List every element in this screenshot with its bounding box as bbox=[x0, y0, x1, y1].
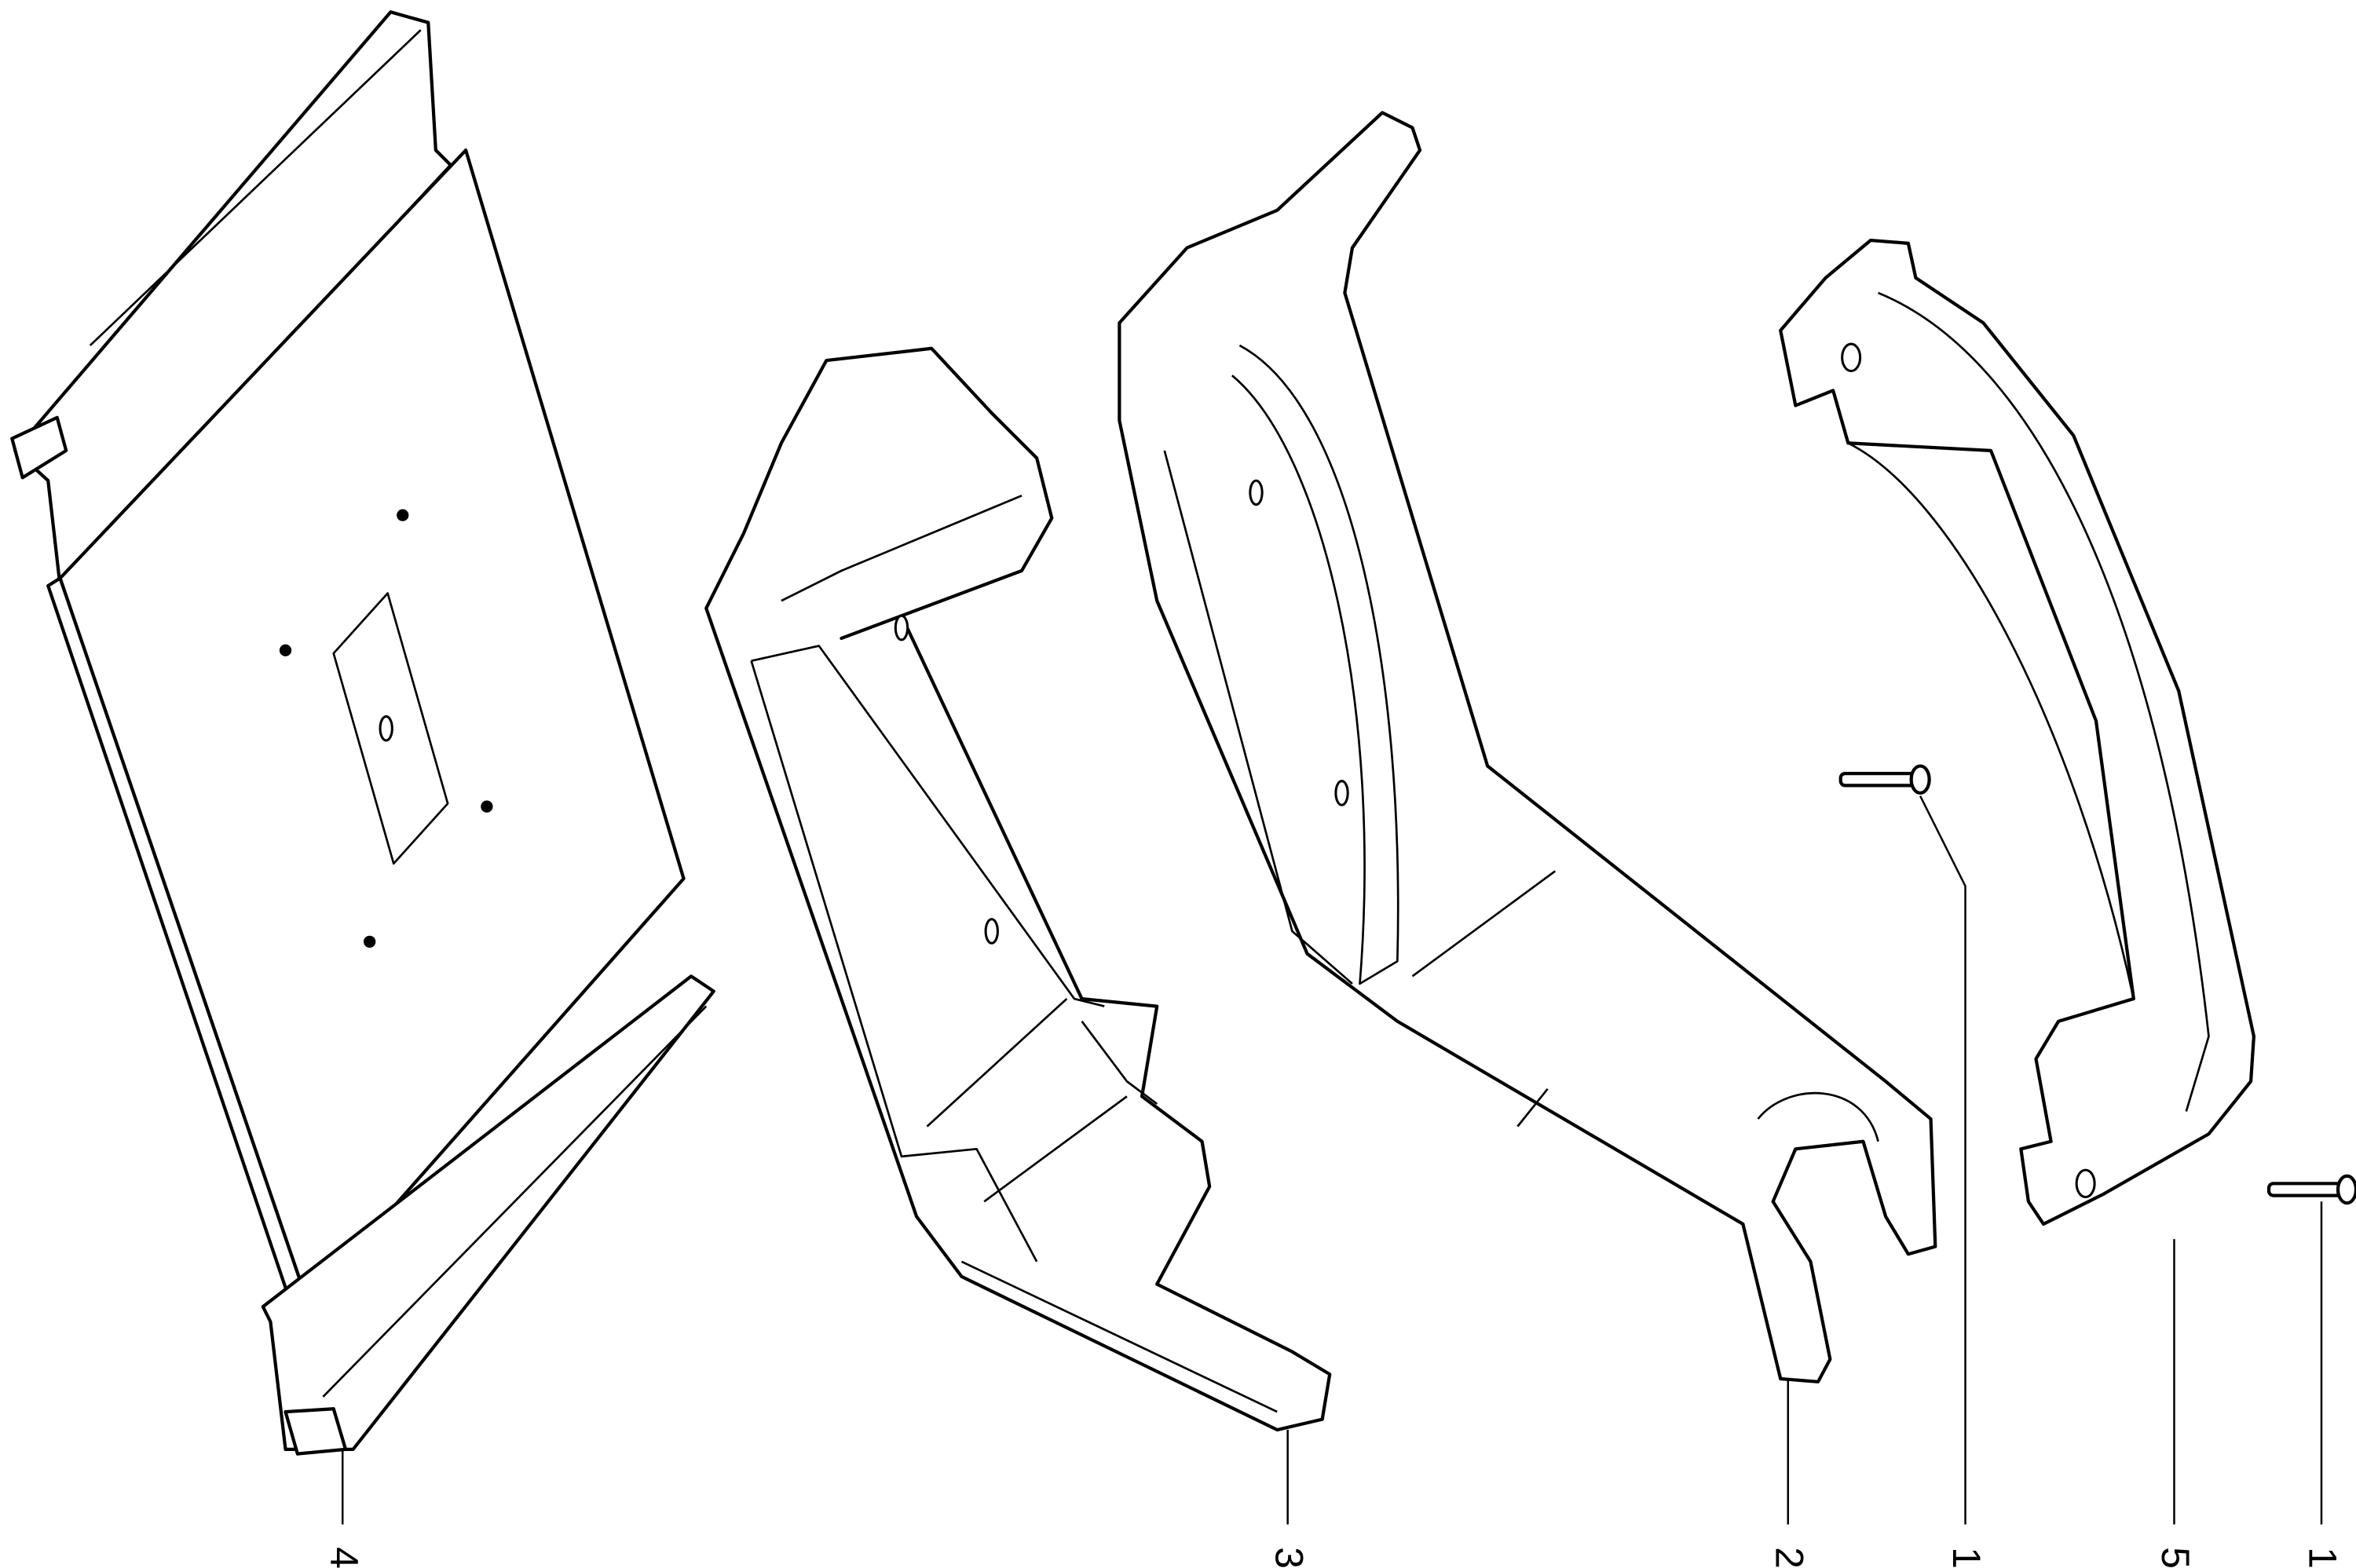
part-3-bracket bbox=[704, 346, 1332, 1432]
leader-1-left bbox=[1919, 795, 1966, 1525]
callout-5: 5 bbox=[2153, 1547, 2197, 1568]
callout-4: 4 bbox=[322, 1547, 366, 1568]
part-1-screw-left bbox=[1838, 764, 1931, 795]
callout-3: 3 bbox=[1267, 1547, 1311, 1568]
callout-1-left: 1 bbox=[1944, 1547, 1988, 1568]
callout-1-right: 1 bbox=[2301, 1547, 2345, 1568]
leader-lines bbox=[341, 795, 2323, 1525]
part-1-screw-right bbox=[2266, 1174, 2356, 1205]
part-4-plate bbox=[10, 10, 715, 1456]
part-5-handle bbox=[1779, 238, 2256, 1226]
callout-2: 2 bbox=[1767, 1547, 1811, 1568]
part-2-main-bracket bbox=[1118, 111, 1937, 1383]
